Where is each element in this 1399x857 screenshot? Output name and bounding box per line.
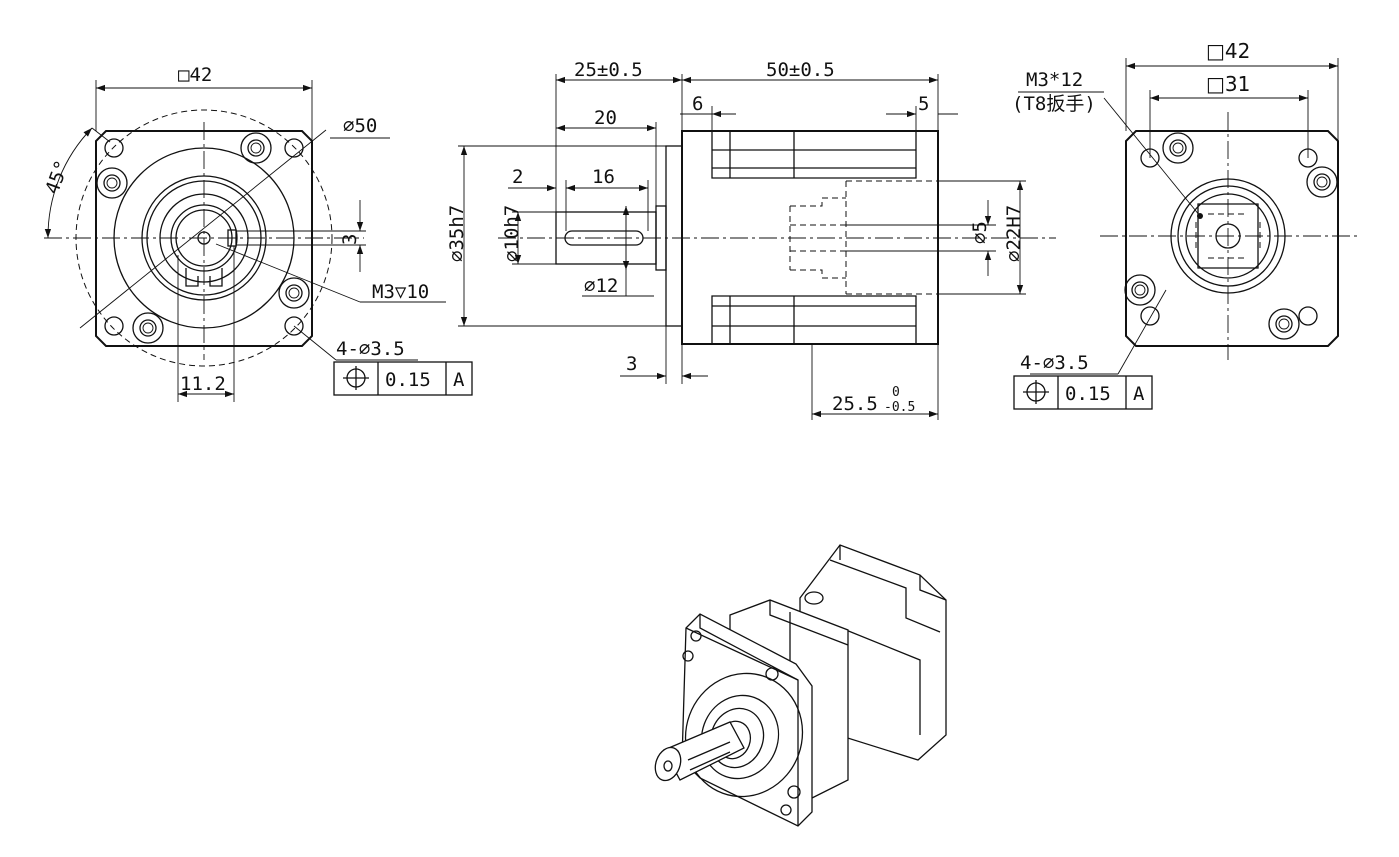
torx-screw-icon <box>1268 308 1300 340</box>
side-shaft-to-flange: 20 <box>594 107 617 129</box>
front-key-width: 3 <box>339 234 361 245</box>
gearbox-isometric-icon <box>654 544 947 827</box>
rear-tolerance-datum: A <box>1133 383 1145 405</box>
torx-screw-icon <box>278 277 310 309</box>
side-shaft-dia: ⌀10h7 <box>501 205 523 262</box>
side-flange-step: 6 <box>692 93 703 115</box>
side-input-depth-tol-upper: 0 <box>892 385 900 400</box>
rear-screw-label: M3*12 <box>1026 69 1083 91</box>
torx-screw-icon <box>132 312 164 344</box>
side-key-start: 2 <box>512 166 523 188</box>
rear-view: □42 □31 M3*12 (T8扳手) 4-⌀3.5 0.15 A <box>1012 39 1360 410</box>
side-input-bore: ⌀5 <box>969 221 991 244</box>
front-tolerance-datum: A <box>453 369 465 391</box>
rear-wrench-label: (T8扳手) <box>1012 93 1096 115</box>
side-key-length: 16 <box>592 166 615 188</box>
side-input-pilot: ⌀22H7 <box>1003 205 1025 262</box>
mount-hole <box>1298 306 1318 326</box>
mount-hole <box>284 138 304 158</box>
mount-hole <box>104 138 124 158</box>
front-key-offset: 11.2 <box>180 373 226 395</box>
side-body-length: 50±0.5 <box>766 59 835 81</box>
torx-screw-icon <box>240 132 272 164</box>
side-shaft-length: 25±0.5 <box>574 59 643 81</box>
front-pcd-label: ⌀50 <box>343 115 377 137</box>
front-tapped-hole: M3▽10 <box>372 281 429 303</box>
side-input-depth-tol-lower: -0.5 <box>884 400 915 415</box>
mount-hole <box>104 316 124 336</box>
rear-tolerance-value: 0.15 <box>1065 383 1111 405</box>
front-tolerance-value: 0.15 <box>385 369 431 391</box>
mount-hole <box>284 316 304 336</box>
side-view: 25±0.5 50±0.5 20 6 5 2 16 ⌀35h7 ⌀10h7 ⌀1… <box>446 59 1056 420</box>
front-square-size: □42 <box>178 64 212 86</box>
rear-mount-holes: 4-⌀3.5 <box>1020 352 1089 374</box>
mount-hole <box>1140 306 1160 326</box>
position-tolerance-icon <box>1023 380 1049 404</box>
front-angle-label: 45° <box>41 157 73 197</box>
side-input-depth: 25.5 <box>832 393 878 415</box>
torx-screw-icon <box>1162 132 1194 164</box>
front-mount-holes: 4-⌀3.5 <box>336 338 405 360</box>
side-collar-dia: ⌀12 <box>584 275 618 297</box>
side-pilot-dia: ⌀35h7 <box>446 205 468 262</box>
side-rear-step: 5 <box>918 93 929 115</box>
position-tolerance-icon <box>343 366 369 390</box>
torx-screw-icon <box>1306 166 1338 198</box>
front-view: □42 ⌀50 45° 3 M3▽10 11.2 4-⌀3.5 0.15 A <box>41 64 473 402</box>
torx-screw-icon <box>96 167 128 199</box>
side-flange-thickness: 3 <box>626 353 637 375</box>
rear-square-inner: □31 <box>1206 72 1250 96</box>
rear-square-outer: □42 <box>1206 39 1250 63</box>
torx-screw-icon <box>1124 274 1156 306</box>
